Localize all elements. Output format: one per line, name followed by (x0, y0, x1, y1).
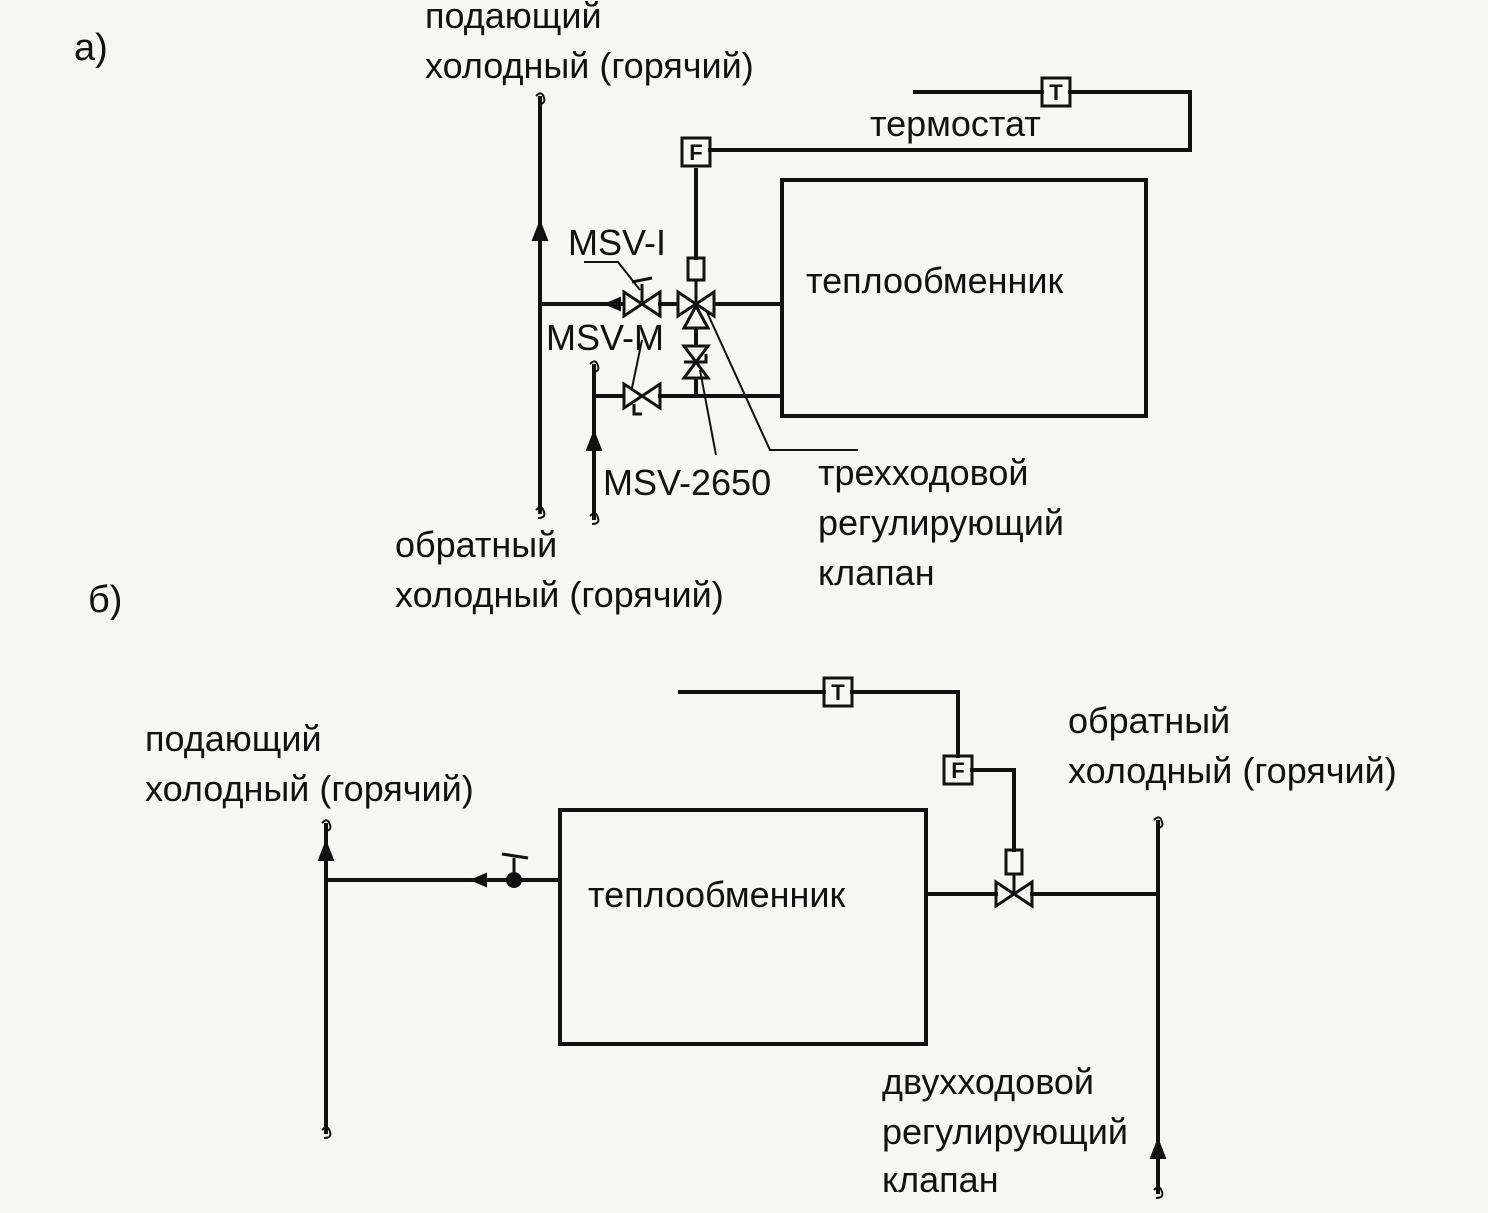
panel-b-label: б) (88, 579, 122, 621)
svg-text:T: T (1049, 80, 1063, 105)
panel-a-return-label-1: обратный (395, 524, 557, 565)
three-way-label-3: клапан (818, 552, 935, 593)
two-way-label-1: двухходовой (882, 1061, 1094, 1102)
panel-a-flow-arrow-left (603, 296, 621, 312)
panel-b: б) подающий холодный (горячий) теплообме… (88, 579, 1397, 1200)
msv-2650-valve (681, 344, 711, 380)
svg-text:F: F (689, 140, 702, 165)
panel-a-heat-exchanger (780, 178, 1148, 418)
three-way-leader (705, 309, 858, 451)
panel-b-return-break-bottom (1153, 1186, 1164, 1199)
msv-i-label: MSV-I (568, 222, 666, 263)
panel-b-return-label-1: обратный (1068, 700, 1230, 741)
three-way-label-2: регулирующий (818, 502, 1064, 543)
panel-a-return-arrow-up (585, 429, 603, 451)
panel-b-heat-exchanger (558, 808, 928, 1046)
panel-b-supply-break-top (321, 819, 332, 832)
two-way-label-3: клапан (882, 1159, 999, 1200)
msv-m-label: MSV-M (546, 317, 664, 358)
panel-a-return-break-top (589, 360, 600, 373)
panel-a-riser-break-top (535, 92, 546, 105)
panel-a: а) подающий холодный (горячий) (74, 0, 1192, 615)
msv-i-leader (584, 261, 641, 291)
msv-2650-leader (699, 369, 717, 456)
panel-a-supply-label-1: подающий (425, 0, 602, 36)
svg-text:F: F (951, 758, 964, 783)
panel-b-supply-label-2: холодный (горячий) (145, 768, 474, 809)
panel-a-label: а) (74, 27, 108, 69)
panel-b-return-label-2: холодный (горячий) (1068, 750, 1397, 791)
msv-m-valve (622, 381, 662, 416)
panel-a-return-label-2: холодный (горячий) (395, 574, 724, 615)
msv-m-leader (631, 339, 643, 389)
panel-b-return-arrow (1149, 1137, 1167, 1159)
panel-a-actuator-box: F (680, 136, 712, 168)
panel-b-supply-arrow (317, 839, 335, 861)
svg-text:T: T (831, 680, 845, 705)
panel-b-sensor-box: T (822, 676, 854, 708)
panel-b-supply-label-1: подающий (145, 718, 322, 759)
panel-b-balancing-valve (501, 852, 529, 888)
msv-2650-label: MSV-2650 (603, 462, 771, 503)
panel-b-actuator-box: F (942, 754, 974, 786)
panel-a-return-break-bottom (589, 512, 600, 525)
panel-b-return-break-top (1153, 816, 1164, 829)
panel-b-heat-exchanger-label: теплообменник (588, 874, 846, 915)
three-way-label-1: трехходовой (818, 452, 1028, 493)
two-way-label-2: регулирующий (882, 1111, 1128, 1152)
panel-a-heat-exchanger-label: теплообменник (806, 260, 1064, 301)
panel-a-sensor-box: T (1040, 76, 1072, 108)
panel-a-riser-break-bottom (535, 506, 546, 519)
two-way-valve (994, 848, 1034, 909)
msv-i-valve (622, 276, 662, 319)
panel-a-flow-arrow-up (531, 219, 549, 241)
panel-b-supply-break-bottom (321, 1126, 332, 1139)
thermostat-label: термостат (870, 103, 1041, 144)
panel-b-inlet-arrow (469, 872, 487, 888)
panel-a-control-wire (708, 90, 1192, 152)
panel-a-supply-label-2: холодный (горячий) (425, 45, 754, 86)
